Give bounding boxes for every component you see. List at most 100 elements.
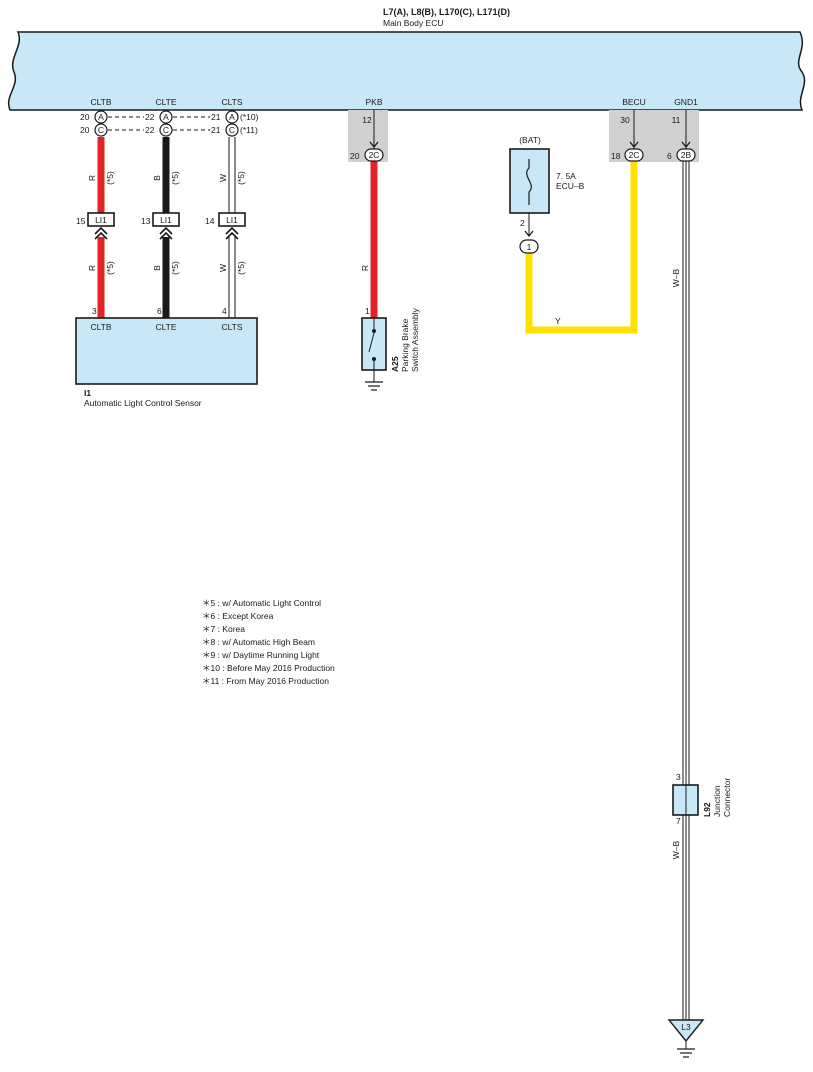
ecu-terminal-becu: BECU bbox=[622, 97, 646, 107]
pin-number: 6 bbox=[157, 306, 162, 316]
pin-number: 18 bbox=[611, 151, 621, 161]
pin-number: 21 bbox=[211, 125, 221, 135]
wire-color-label: W bbox=[218, 174, 228, 182]
switch-id: A25 bbox=[390, 356, 400, 372]
note-ref: (*5) bbox=[236, 171, 246, 185]
ecu-terminal-clts: CLTS bbox=[221, 97, 242, 107]
note-ref: (*5) bbox=[236, 261, 246, 275]
ground-l3: L3 bbox=[667, 1019, 705, 1058]
connector-id: C bbox=[229, 125, 235, 135]
connector-id: A bbox=[163, 112, 169, 122]
note-ref: (*5) bbox=[170, 171, 180, 185]
ecu-connector-list: L7(A), L8(B), L170(C), L171(D) bbox=[383, 7, 510, 17]
junction-name: Junction bbox=[712, 785, 722, 817]
fuse-name: ECU–B bbox=[556, 181, 585, 191]
note-item: ＊6 : Except Korea bbox=[202, 611, 274, 621]
ecu-terminal-gnd1: GND1 bbox=[674, 97, 698, 107]
clts-connectors: 21 A (*10) 21 C (*11) bbox=[211, 110, 259, 137]
wire-color-label: B bbox=[152, 265, 162, 271]
pin-number: 21 bbox=[211, 112, 221, 122]
connector-arrows bbox=[369, 141, 691, 149]
note-ref: (*5) bbox=[105, 261, 115, 275]
light-control-sensor: 3 6 4 CLTB CLTE CLTS I1 Automatic Light … bbox=[75, 306, 258, 408]
wire-color-label: R bbox=[87, 265, 97, 271]
wire-color-label: R bbox=[360, 265, 370, 271]
fuse-ecu-b: (BAT) 7. 5A ECU–B 2 1 bbox=[509, 135, 585, 254]
pin-number: 13 bbox=[141, 216, 151, 226]
connector-id: LI1 bbox=[95, 215, 107, 225]
cltb-connectors: 20 A 20 C bbox=[80, 110, 108, 137]
pin-number: 1 bbox=[365, 306, 370, 316]
pin-number: 7 bbox=[676, 816, 681, 826]
sensor-terminal: CLTS bbox=[221, 322, 242, 332]
pin-number: 22 bbox=[145, 125, 155, 135]
connector-id: A bbox=[229, 112, 235, 122]
ecu-terminal-cltb: CLTB bbox=[90, 97, 111, 107]
connector-id: LI1 bbox=[226, 215, 238, 225]
fuse-rating: 7. 5A bbox=[556, 171, 576, 181]
pin-number: 15 bbox=[76, 216, 86, 226]
pin-number: 12 bbox=[362, 115, 372, 125]
sensor-terminal: CLTE bbox=[155, 322, 176, 332]
wire-color-label: R bbox=[87, 175, 97, 181]
ecu-terminal-clte: CLTE bbox=[155, 97, 176, 107]
note-item: ＊8 : w/ Automatic High Beam bbox=[202, 637, 315, 647]
pin-number: 20 bbox=[350, 151, 360, 161]
pin-number: 11 bbox=[672, 115, 681, 125]
wire-becu-yellow bbox=[525, 161, 638, 334]
sensor-name: Automatic Light Control Sensor bbox=[84, 398, 202, 408]
sensor-id: I1 bbox=[84, 388, 91, 398]
gnd1-connector: 11 6 2B bbox=[667, 115, 696, 162]
main-body-ecu-box bbox=[7, 31, 806, 111]
connector-id: C bbox=[98, 125, 104, 135]
connector-id: A bbox=[98, 112, 104, 122]
wire-labels-upper: R (*5) B (*5) W (*5) bbox=[87, 171, 246, 185]
wire-labels-lower: R (*5) B (*5) W (*5) R Y W–B W–B bbox=[87, 261, 681, 859]
connector-id: 2C bbox=[369, 150, 380, 160]
pin-number: 20 bbox=[80, 125, 90, 135]
wire-color-label: B bbox=[152, 175, 162, 181]
wire-color-label: W–B bbox=[671, 840, 681, 859]
note-item: ＊11 : From May 2016 Production bbox=[202, 676, 329, 686]
note-item: ＊5 : w/ Automatic Light Control bbox=[202, 598, 321, 608]
note-ref: (*10) bbox=[240, 112, 259, 122]
pin-number: 6 bbox=[667, 151, 672, 161]
fuse-source: (BAT) bbox=[519, 135, 541, 145]
junction-id: L92 bbox=[702, 802, 712, 817]
clte-connectors: 22 A 22 C bbox=[145, 110, 173, 137]
ecu-terminal-pkb: PKB bbox=[365, 97, 382, 107]
li1-connector-clte: 13 LI1 bbox=[141, 212, 180, 240]
sensor-terminal: CLTB bbox=[90, 322, 111, 332]
ecu-name: Main Body ECU bbox=[383, 18, 443, 28]
note-ref: (*5) bbox=[170, 261, 180, 275]
notes-list: ＊5 : w/ Automatic Light Control ＊6 : Exc… bbox=[202, 598, 335, 686]
pin-number: 4 bbox=[222, 306, 227, 316]
pin-number: 20 bbox=[80, 112, 90, 122]
connector-id: 2C bbox=[629, 150, 640, 160]
ground-id: L3 bbox=[681, 1022, 691, 1032]
pin-number: 22 bbox=[145, 112, 155, 122]
note-item: ＊10 : Before May 2016 Production bbox=[202, 663, 335, 673]
parking-brake-switch: 1 A25 Parking Brake Switch Assembly bbox=[361, 306, 420, 391]
junction-name: Connector bbox=[722, 778, 732, 817]
pin-number: 3 bbox=[92, 306, 97, 316]
connector-id: 1 bbox=[527, 242, 532, 252]
pin-number: 30 bbox=[620, 115, 630, 125]
wire-color-label: Y bbox=[555, 316, 561, 326]
note-ref: (*5) bbox=[105, 171, 115, 185]
note-item: ＊7 : Korea bbox=[202, 624, 245, 634]
li1-connector-cltb: 15 LI1 bbox=[76, 212, 115, 240]
li1-connector-clts: 14 LI1 bbox=[205, 212, 246, 240]
connector-dashes bbox=[108, 116, 210, 131]
wire-color-label: W bbox=[218, 264, 228, 272]
note-item: ＊9 : w/ Daytime Running Light bbox=[202, 650, 320, 660]
connector-id: LI1 bbox=[160, 215, 172, 225]
connector-id: 2B bbox=[681, 150, 692, 160]
junction-connector: 3 7 L92 Junction Connector bbox=[672, 772, 732, 826]
note-ref: (*11) bbox=[240, 125, 258, 135]
pkb-connector: 12 20 2C bbox=[350, 115, 384, 162]
pin-number: 3 bbox=[676, 772, 681, 782]
connector-id: C bbox=[163, 125, 169, 135]
switch-name: Switch Assembly bbox=[410, 307, 420, 372]
